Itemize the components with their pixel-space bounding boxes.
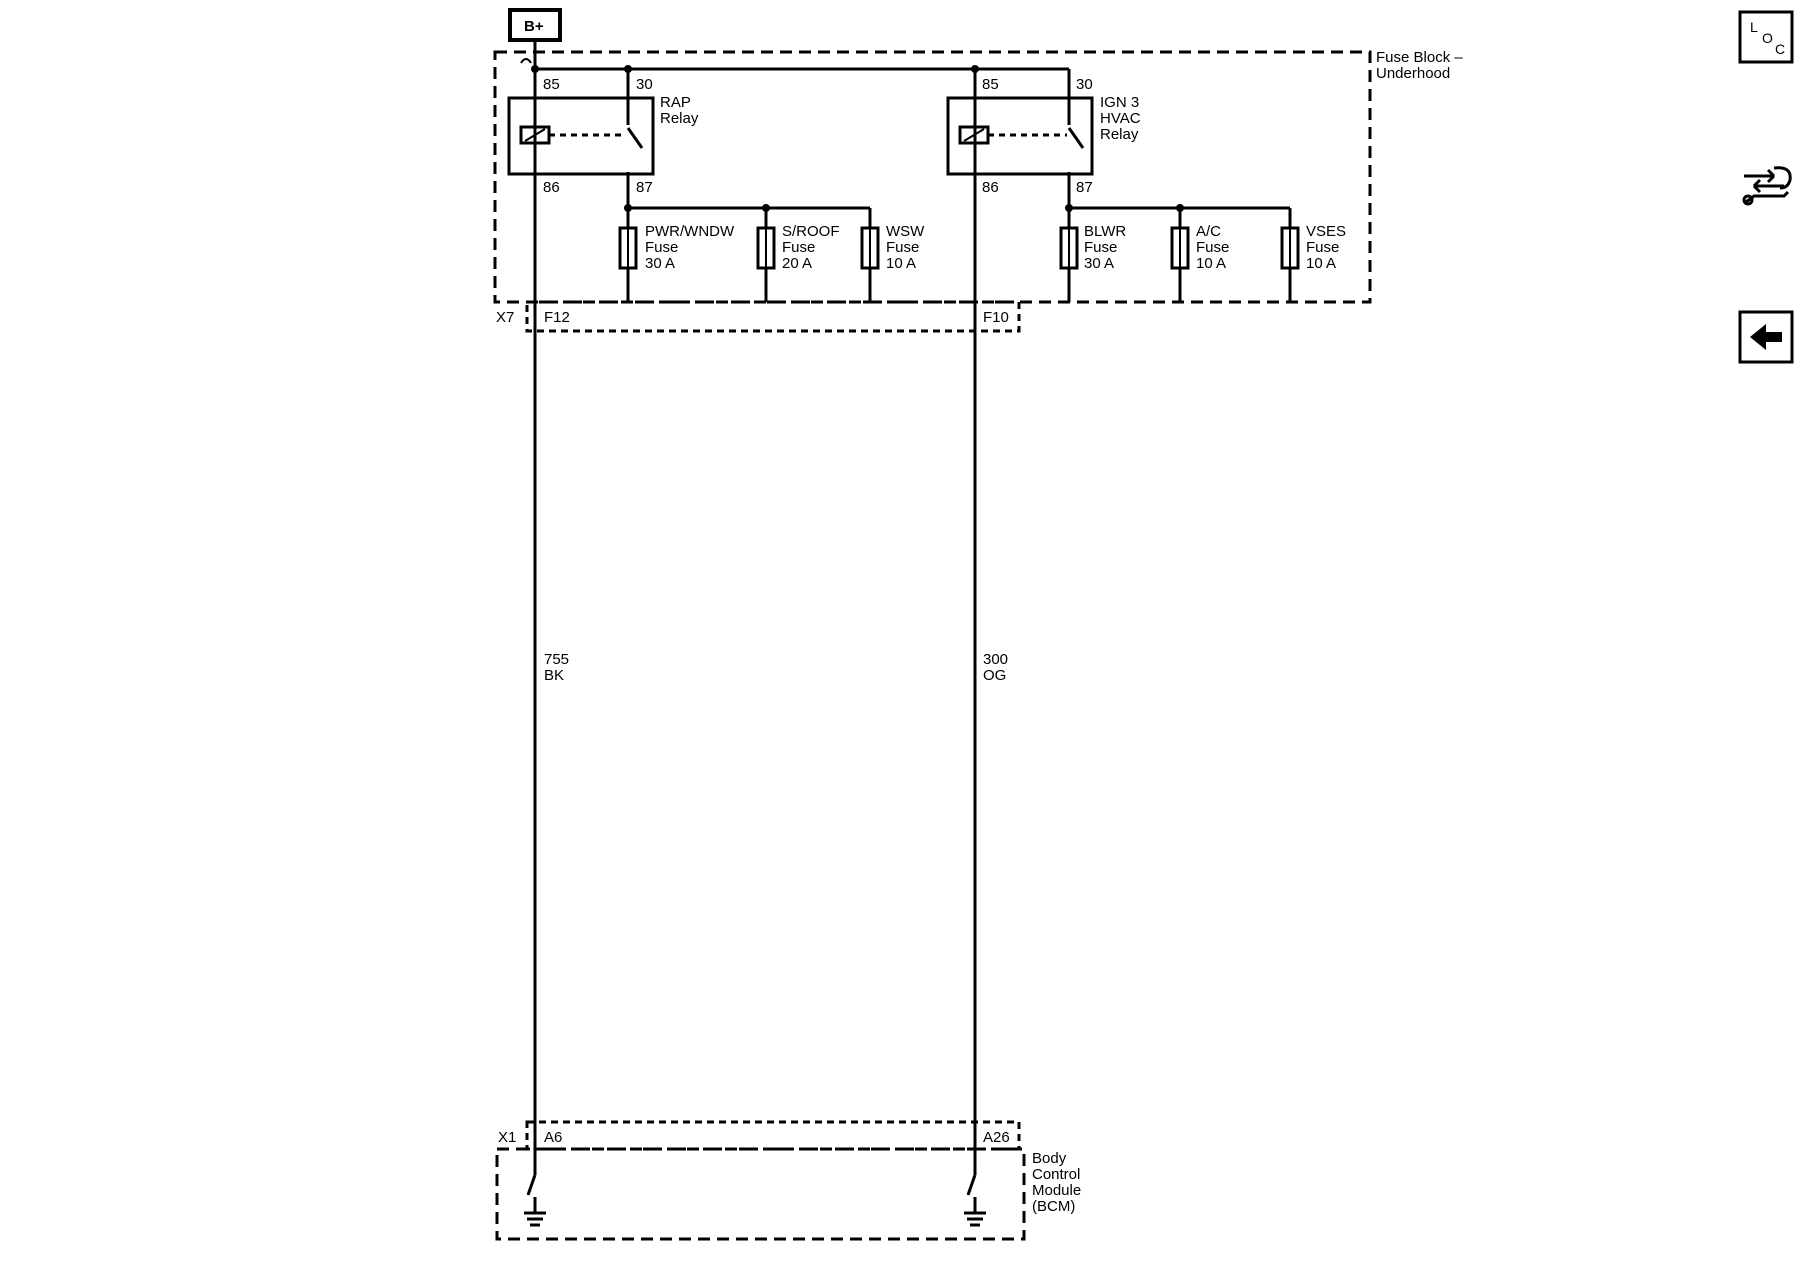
fuse-blwr-type: Fuse (1084, 239, 1117, 256)
fuse-sroof-name: S/ROOF (782, 223, 840, 240)
x1-pin-a26: A26 (983, 1129, 1010, 1146)
bcm-name-line4: (BCM) (1032, 1198, 1075, 1215)
x7-pin-f10: F10 (983, 309, 1009, 326)
ign3-relay-name-line3: Relay (1100, 126, 1139, 143)
wire-755-circuit: 755 (544, 651, 569, 668)
bcm-name-line1: Body (1032, 1150, 1067, 1167)
power-source-label: B+ (524, 18, 544, 35)
fuse-ac-name: A/C (1196, 223, 1221, 240)
x7-connector-label: X7 (496, 309, 514, 326)
diagnostic-button[interactable] (1738, 160, 1794, 214)
location-icon: L O C (1738, 10, 1794, 64)
x1-pin-a6: A6 (544, 1129, 562, 1146)
fuse-vses-rating: 10 A (1306, 255, 1336, 272)
wire-300-color: OG (983, 667, 1006, 684)
fuse-pwr-wndw-rating: 30 A (645, 255, 675, 272)
fuse-sroof-rating: 20 A (782, 255, 812, 272)
fuse-blwr-name: BLWR (1084, 223, 1126, 240)
ign3-pin-87: 87 (1076, 179, 1093, 196)
fuse-pwr-wndw-name: PWR/WNDW (645, 223, 735, 240)
fuse-blwr-symbol (1059, 226, 1079, 270)
x1-connector-label: X1 (498, 1129, 516, 1146)
fuse-block-outline (493, 50, 1372, 304)
fuse-block-name-line1: Fuse Block – (1376, 49, 1463, 66)
loc-letter-l: L (1750, 19, 1758, 35)
fuse-block-name-line2: Underhood (1376, 65, 1450, 82)
fuse-sroof-symbol (756, 226, 776, 270)
fuse-wsw-symbol (860, 226, 880, 270)
location-button[interactable]: L O C (1738, 10, 1794, 64)
loc-letter-c: C (1775, 41, 1785, 57)
ign3-pin-86: 86 (982, 179, 999, 196)
back-button[interactable] (1738, 310, 1794, 364)
fuse-ac-rating: 10 A (1196, 255, 1226, 272)
x7-pin-f12: F12 (544, 309, 570, 326)
back-arrow-icon (1738, 310, 1794, 364)
loc-letter-o: O (1762, 30, 1773, 46)
fuse-wsw-type: Fuse (886, 239, 919, 256)
x7-connector-outline (525, 300, 1021, 333)
fuse-pwr-wndw-type: Fuse (645, 239, 678, 256)
fuse-vses-symbol (1280, 226, 1300, 270)
ign3-relay-name-line2: HVAC (1100, 110, 1141, 127)
ign3-pin-30: 30 (1076, 76, 1093, 93)
ground-symbol-1 (524, 1211, 546, 1227)
ign3-pin-85: 85 (982, 76, 999, 93)
ground-symbol-2 (964, 1211, 986, 1227)
rap-pin-86: 86 (543, 179, 560, 196)
wire-755-color: BK (544, 667, 564, 684)
bcm-outline (495, 1147, 1026, 1241)
fuse-pwr-wndw-symbol (618, 226, 638, 270)
rap-relay-box (507, 96, 655, 176)
ign3-relay-name-line1: IGN 3 (1100, 94, 1139, 111)
rap-relay-name-line1: RAP (660, 94, 691, 111)
x1-connector-outline (525, 1120, 1021, 1151)
rap-pin-87: 87 (636, 179, 653, 196)
fuse-wsw-rating: 10 A (886, 255, 916, 272)
fuse-sroof-type: Fuse (782, 239, 815, 256)
ign3-hvac-relay-box (946, 96, 1094, 176)
fuse-ac-type: Fuse (1196, 239, 1229, 256)
fuse-wsw-name: WSW (886, 223, 925, 240)
fuse-ac-symbol (1170, 226, 1190, 270)
fuse-blwr-rating: 30 A (1084, 255, 1114, 272)
fuse-vses-name: VSES (1306, 223, 1346, 240)
bcm-name-line3: Module (1032, 1182, 1081, 1199)
wire-300-circuit: 300 (983, 651, 1008, 668)
bcm-name-line2: Control (1032, 1166, 1080, 1183)
rap-pin-85: 85 (543, 76, 560, 93)
rap-relay-name-line2: Relay (660, 110, 699, 127)
fuse-vses-type: Fuse (1306, 239, 1339, 256)
rap-pin-30: 30 (636, 76, 653, 93)
connector-wrench-icon (1742, 166, 1792, 206)
